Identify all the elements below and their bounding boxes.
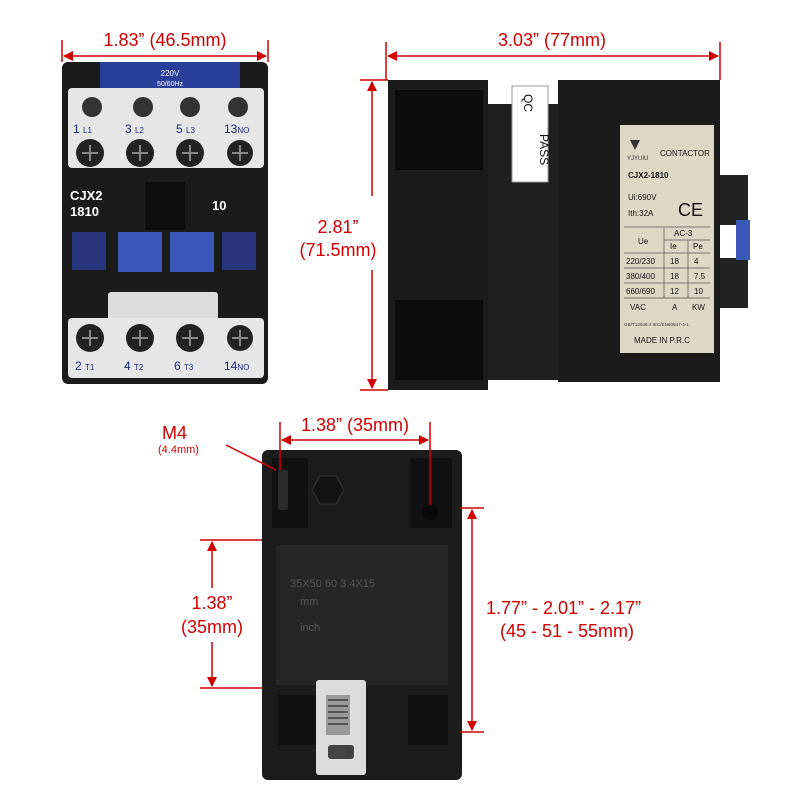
- height-label-mm: (71.5mm): [299, 240, 376, 260]
- top-screws: [76, 97, 253, 167]
- rating-cell: 18: [670, 272, 679, 281]
- front-model: CJX2: [70, 188, 103, 203]
- rating-cell: A: [672, 303, 678, 312]
- screw-slot: [278, 470, 288, 510]
- ce-mark-icon: CE: [678, 200, 703, 220]
- emboss-text: 35X50 60 3.4X15: [290, 578, 375, 590]
- aux-contact-label: 10: [212, 198, 226, 213]
- col-ue: Ue: [638, 237, 649, 246]
- indicator-window: [72, 232, 106, 270]
- side-width-dimension: 3.03” (77mm): [385, 30, 721, 80]
- terminal-label: 14NO: [224, 359, 249, 373]
- made-in-text: MADE IN P.R.C: [634, 336, 690, 345]
- terminal-label: 4 T2: [124, 359, 144, 373]
- front-width-label: 1.83” (46.5mm): [103, 30, 226, 50]
- hole-spacing-v-in: 1.38”: [191, 593, 232, 613]
- rated-voltage: Ui:690V: [628, 193, 657, 202]
- screw-size-label: M4: [162, 423, 187, 443]
- bottom-terminal-block: [68, 318, 264, 378]
- pass-text: PASS: [537, 134, 551, 165]
- qc-sticker: [511, 85, 549, 183]
- mount-height-in: 1.77” - 2.01” - 2.17”: [486, 598, 641, 618]
- height-label-in: 2.81”: [317, 217, 358, 237]
- nameplate: [620, 125, 714, 353]
- side-width-label: 3.03” (77mm): [498, 30, 606, 50]
- rating-cell: 660/690: [626, 287, 655, 296]
- rating-cell: 7.5: [694, 272, 706, 281]
- rating-cell: VAC: [630, 303, 646, 312]
- coil-voltage: 220V: [161, 69, 180, 78]
- emboss-text: mm: [300, 596, 318, 608]
- rating-cell: 18: [670, 257, 679, 266]
- rating-cell: 12: [670, 287, 679, 296]
- side-view: QC PASS YJYUIU CONTACTOR CJX2-1810 Ui:69…: [388, 80, 750, 390]
- terminal-label: 2 T1: [75, 359, 95, 373]
- front-model-number: 1810: [70, 204, 99, 219]
- terminal-label: 5 L3: [176, 122, 195, 136]
- screw-callout: M4 (4.4mm): [158, 423, 277, 471]
- terminal-label: 6 T3: [174, 359, 194, 373]
- indicator-window: [222, 232, 256, 270]
- rated-current: Ith:32A: [628, 209, 654, 218]
- qc-text: QC: [521, 94, 535, 112]
- hole-spacing-horizontal: 1.38” (35mm): [279, 415, 431, 505]
- rating-cell: 4: [694, 257, 699, 266]
- hole-spacing-vertical: 1.38” (35mm): [181, 539, 262, 689]
- mount-hole: [422, 504, 438, 520]
- hole-spacing-h-label: 1.38” (35mm): [301, 415, 409, 435]
- rating-cell: 380/400: [626, 272, 655, 281]
- height-dimension: 2.81” (71.5mm): [299, 79, 388, 391]
- emboss-text: inch: [300, 622, 320, 634]
- col-pe: Pe: [693, 242, 703, 251]
- contactor-text: CONTACTOR: [660, 149, 710, 158]
- rating-cell: 220/230: [626, 257, 655, 266]
- actuator-button[interactable]: [170, 232, 214, 272]
- terminal-label: 1 L1: [73, 122, 92, 136]
- brand-logo-icon: [630, 140, 640, 150]
- mount-height-mm: (45 - 51 - 55mm): [500, 621, 634, 641]
- coil-label-plate: [100, 62, 240, 90]
- terminal-label: 3 L2: [125, 122, 144, 136]
- actuator-button[interactable]: [118, 232, 162, 272]
- hex-recess: [311, 475, 345, 505]
- coil-frequency: 50/60Hz: [157, 81, 184, 88]
- mounting-height-dimension: 1.77” - 2.01” - 2.17” (45 - 51 - 55mm): [460, 507, 641, 733]
- front-view: 220V 50/60Hz 1 L1 3 L2 5 L3 13NO CJX2 18…: [62, 62, 268, 384]
- terminal-label: 13NO: [224, 122, 249, 136]
- rating-cell: 10: [694, 287, 703, 296]
- side-model: CJX2-1810: [628, 171, 669, 180]
- hole-spacing-v-mm: (35mm): [181, 617, 243, 637]
- brand-name: YJYUIU: [627, 156, 648, 162]
- screw-size-mm: (4.4mm): [158, 444, 199, 456]
- front-width-dimension: 1.83” (46.5mm): [61, 30, 269, 62]
- standard-text: GB/T14048.4 IEC/EN60947-4-1: [624, 322, 689, 327]
- rating-cell: KW: [692, 303, 705, 312]
- col-ie: Ie: [670, 242, 677, 251]
- utilization-category: AC-3: [674, 229, 693, 238]
- top-terminal-block: [68, 88, 264, 168]
- back-view: 35X50 60 3.4X15 mm inch: [262, 450, 462, 780]
